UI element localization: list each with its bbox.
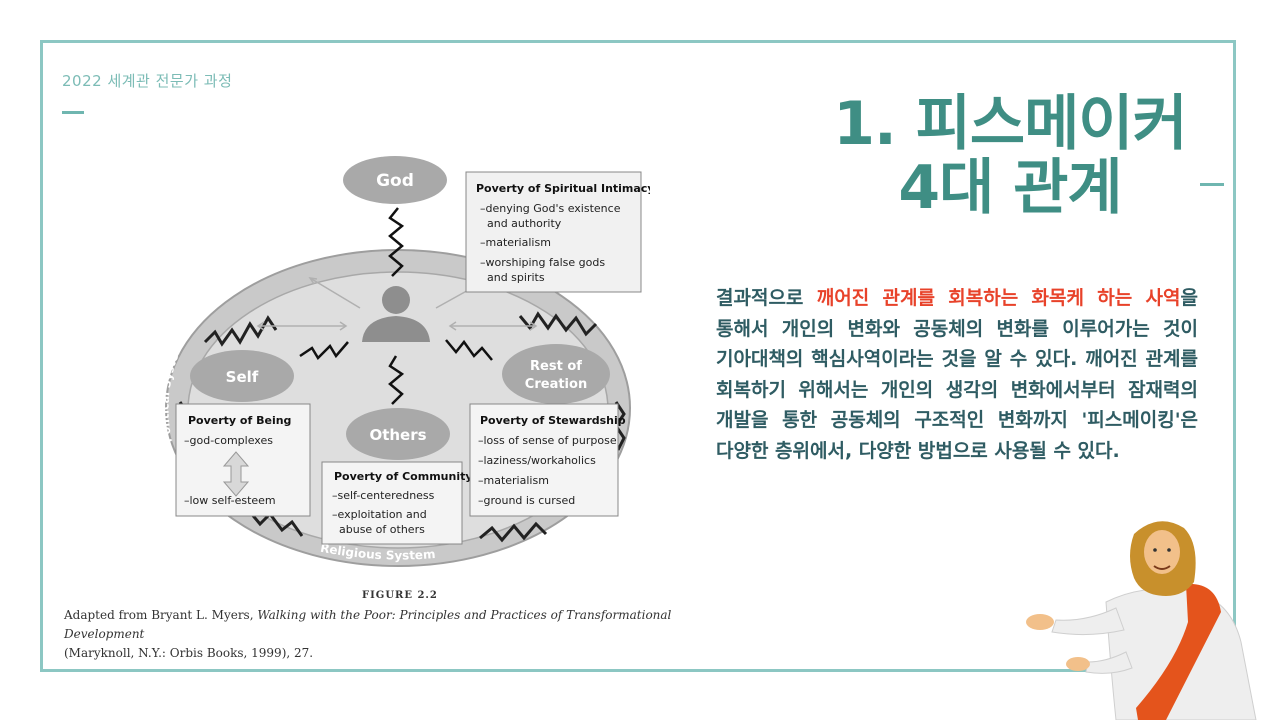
body-highlight: 깨어진 관계를 회복하는 화목케 하는 사역 <box>816 287 1181 309</box>
stewardship-title: Poverty of Stewardship <box>480 414 626 427</box>
community-item: –exploitation and <box>332 508 427 521</box>
relationship-diagram: Economic System Religious System Politic… <box>159 156 650 567</box>
others-node <box>346 408 450 460</box>
community-item: –self-centeredness <box>332 489 435 502</box>
others-label: Others <box>369 426 426 444</box>
body-text-part1: 결과적으로 <box>716 287 817 309</box>
god-node <box>343 156 447 204</box>
jesus-illustration-icon <box>1026 521 1257 720</box>
creation-node <box>502 344 610 404</box>
spiritual-item: –denying God's existence <box>480 202 621 215</box>
zigzag-person-others <box>388 355 405 405</box>
community-title: Poverty of Community <box>334 470 473 483</box>
accent-dash-left <box>62 111 84 114</box>
slide-frame <box>40 40 1236 672</box>
spiritual-item: –worshiping false gods <box>480 256 605 269</box>
god-label: God <box>376 171 414 191</box>
body-paragraph: 결과적으로 깨어진 관계를 회복하는 화목케 하는 사역을 통해서 개인의 변화… <box>716 283 1198 466</box>
title-line-1: 1. 피스메이커 <box>833 89 1187 159</box>
stewardship-item: –ground is cursed <box>478 494 575 507</box>
course-title: 2022 세계관 전문가 과정 <box>62 72 233 90</box>
spiritual-intimacy-box: Poverty of Spiritual Intimacy –denying G… <box>465 171 650 293</box>
caption-suffix: (Maryknoll, N.Y.: Orbis Books, 1999), 27… <box>64 646 314 660</box>
poverty-of-being-box: Poverty of Being –god-complexes –low sel… <box>175 403 311 517</box>
stewardship-item: –materialism <box>478 474 549 487</box>
svg-text:–loss of sense of purpose: –loss of sense of purpose –laziness/work… <box>478 434 620 507</box>
zigzag-ring-1 <box>203 315 278 347</box>
being-title: Poverty of Being <box>188 414 291 427</box>
self-label: Self <box>226 368 259 386</box>
creation-label-2: Creation <box>525 377 587 392</box>
being-item: –low self-esteem <box>184 494 276 507</box>
spiritual-item: and authority <box>480 217 562 230</box>
caption-prefix: Adapted from Bryant L. Myers, <box>64 608 258 622</box>
creation-label-1: Rest of <box>530 359 582 374</box>
zigzag-god-person <box>388 207 405 277</box>
zigzag-ring-5 <box>248 511 304 537</box>
spiritual-item: –materialism <box>480 236 551 249</box>
title-line-2: 4대 관계 <box>898 153 1122 223</box>
caption-book-title: Walking with the Poor: Principles and Pr… <box>64 608 672 641</box>
zigzag-ring-6 <box>479 521 548 543</box>
zigzag-person-creation <box>445 339 493 361</box>
zigzag-person-self <box>299 341 349 361</box>
stewardship-item: –loss of sense of purpose <box>478 434 617 447</box>
svg-text:–denying God's existence: –denying God's existence and authority –… <box>480 202 624 284</box>
page-title: 1. 피스메이커 4대 관계 <box>760 92 1260 220</box>
community-item: abuse of others <box>332 523 425 536</box>
svg-text:–self-centeredness –expl: –self-centeredness –exploitation and abu… <box>332 489 438 536</box>
person-icon <box>362 286 430 342</box>
spiritual-title: Poverty of Spiritual Intimacy <box>476 182 650 195</box>
poverty-of-stewardship-box: Poverty of Stewardship –loss of sense of… <box>469 403 626 517</box>
self-node <box>190 350 294 402</box>
double-arrow-icon <box>222 451 250 497</box>
being-item: –god-complexes <box>184 434 273 447</box>
stewardship-item: –laziness/workaholics <box>478 454 596 467</box>
body-text-part2: 을 통해서 개인의 변화와 공동체의 변화를 이루어가는 것이 기아대책의 핵심… <box>716 287 1198 462</box>
accent-dash-right <box>1200 183 1224 186</box>
figure-caption: Adapted from Bryant L. Myers, Walking wi… <box>64 606 744 663</box>
spiritual-item: and spirits <box>480 271 545 284</box>
figure-label: FIGURE 2.2 <box>362 590 438 601</box>
poverty-of-community-box: Poverty of Community –self-centeredness … <box>321 461 473 545</box>
